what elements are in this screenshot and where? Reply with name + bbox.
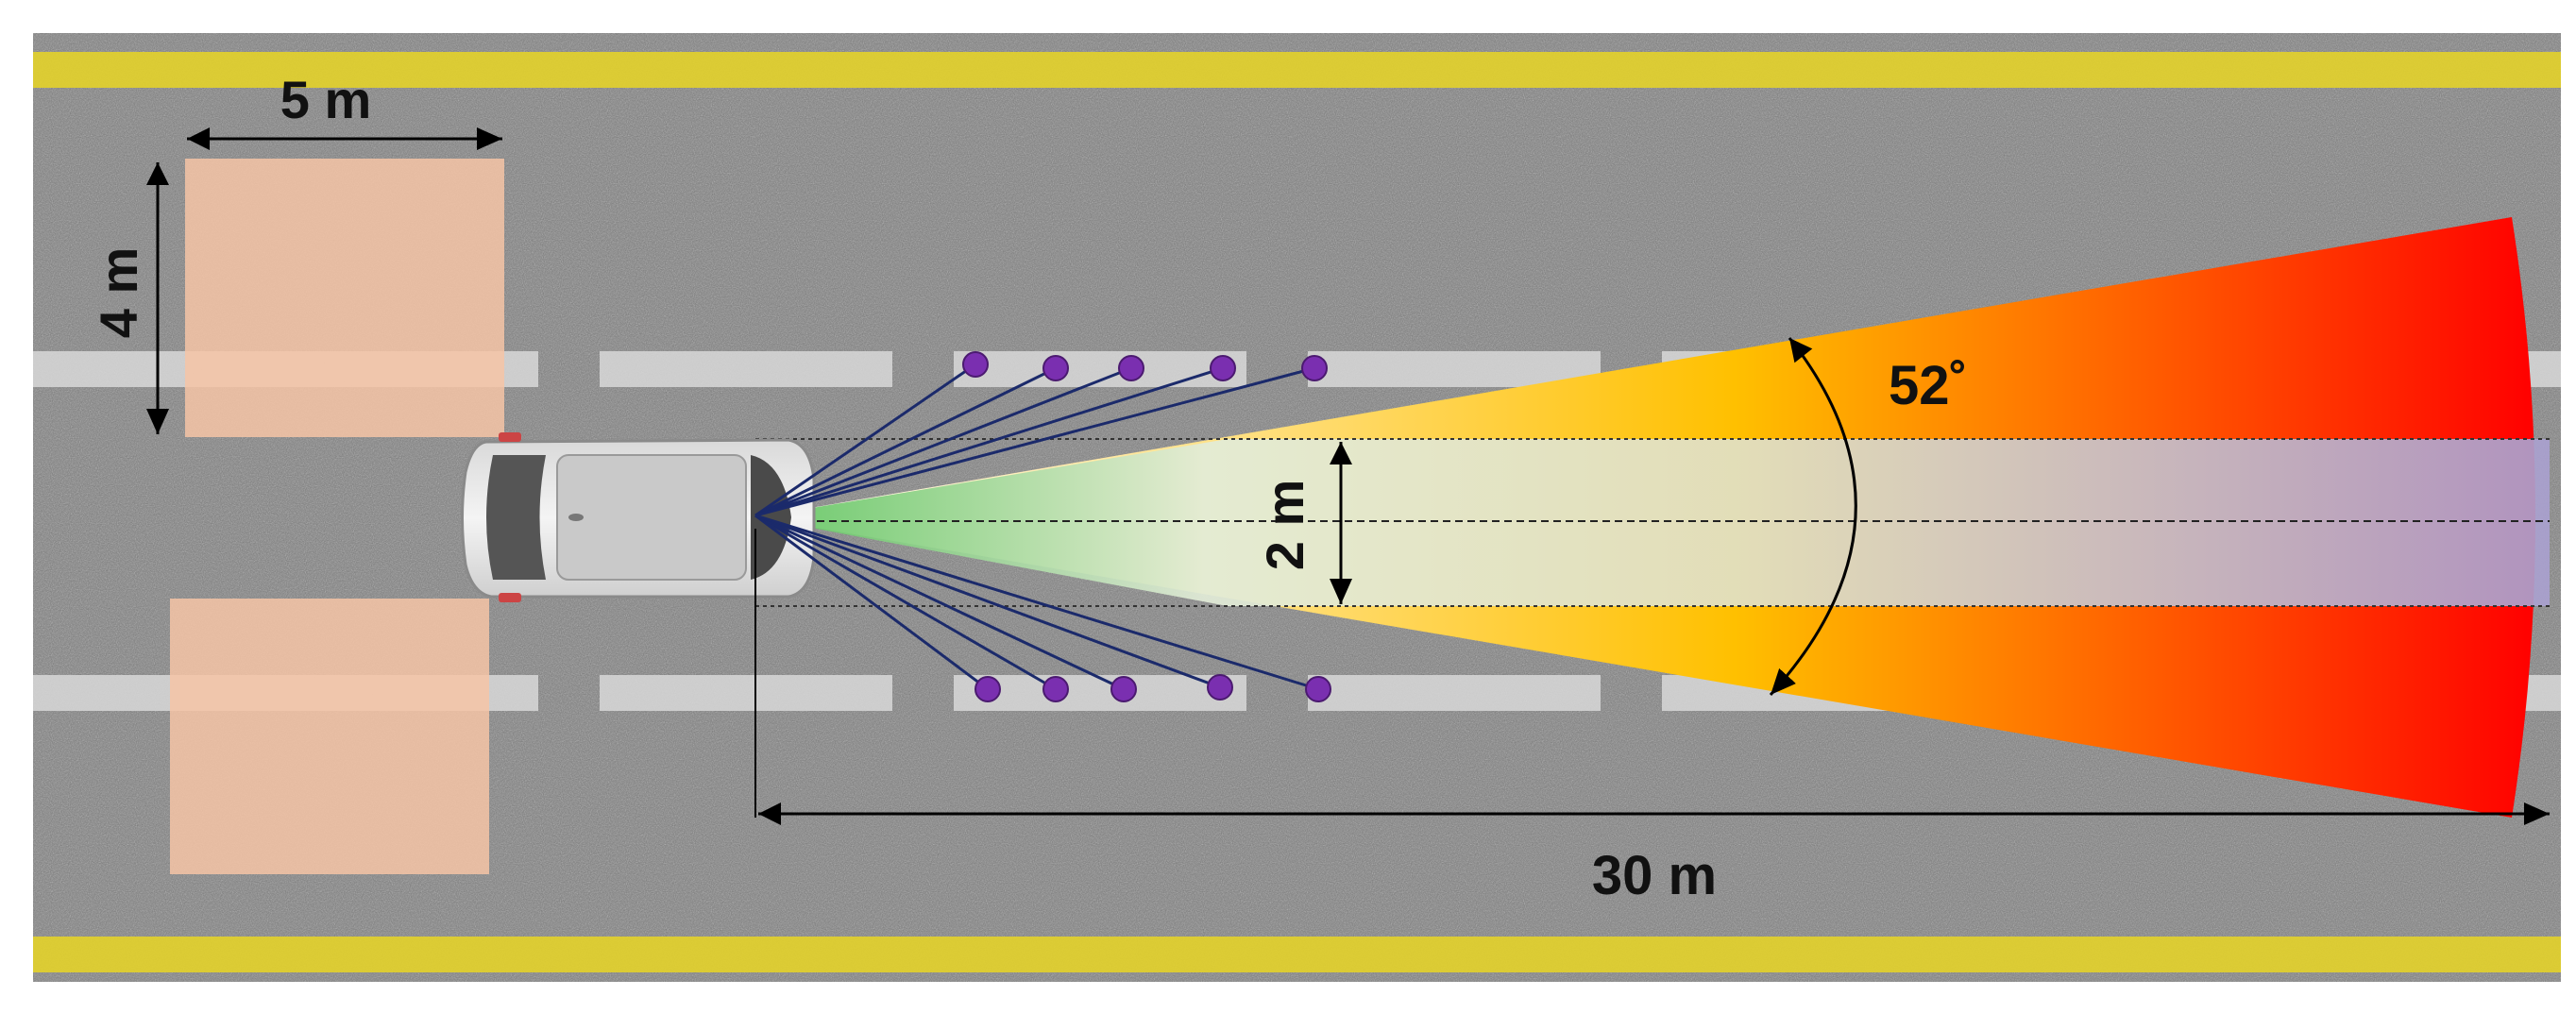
range-label: 30 m [1592, 845, 1717, 906]
parking-zone-bottom [170, 599, 489, 874]
top-yellow-line [33, 52, 2561, 88]
fov-angle-arc [1769, 337, 1857, 697]
corridor-width-label: 2 m [1255, 480, 1314, 571]
bottom-yellow-line [33, 937, 2561, 972]
zone-width-label: 5 m [280, 70, 372, 129]
zone-length-label: 4 m [89, 247, 148, 339]
fov-angle-label: 52˚ [1889, 355, 1968, 416]
sensor-rays [754, 363, 1319, 691]
sensor-dots [962, 351, 1331, 702]
parking-zone-top [185, 159, 504, 437]
car [461, 432, 816, 602]
detection-corridor [755, 439, 2550, 606]
